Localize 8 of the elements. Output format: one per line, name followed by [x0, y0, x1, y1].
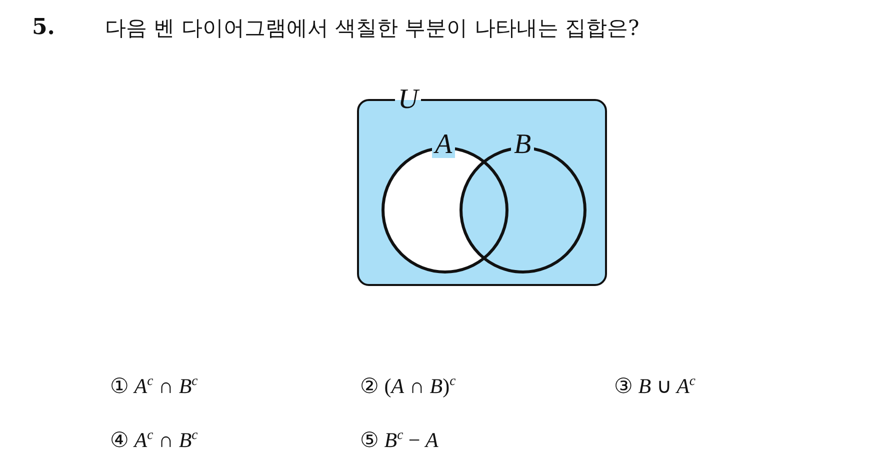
answer-choice: ① A$^{c}$ ∩ B$^{c}$	[110, 373, 198, 399]
answer-choice: ⑤ B$^{c}$ − A	[360, 427, 438, 453]
question-number: 5.	[32, 14, 55, 40]
set-label: A	[432, 132, 456, 158]
answer-choice: ② (A ∩ B)$^{c}$	[360, 373, 456, 399]
answer-choice: ③ B ∪ A$^{c}$	[614, 373, 696, 399]
question-text: 다음 벤 다이어그램에서 색칠한 부분이 나타내는 집합은?	[105, 15, 640, 42]
answer-choice: ④ A$^{c}$ ∩ B$^{c}$	[110, 427, 198, 453]
